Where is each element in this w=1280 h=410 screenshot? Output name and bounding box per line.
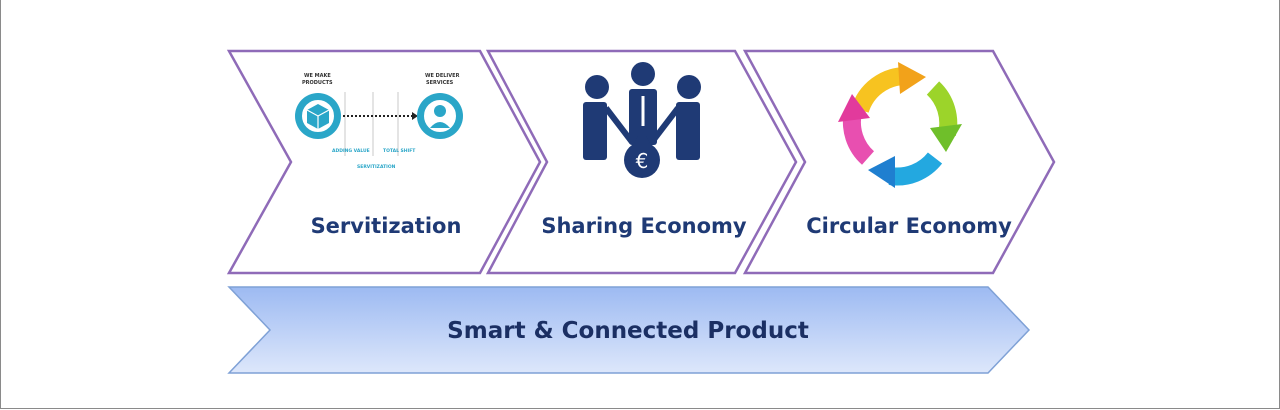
chevron-circular-economy: Circular Economy xyxy=(742,49,1056,275)
circular-arrows-icon xyxy=(838,62,962,188)
smart-connected-product-bar: Smart & Connected Product xyxy=(227,286,1031,374)
chevron-title-servitization: Servitization xyxy=(311,214,462,238)
label-total-shift: TOTAL SHIFT xyxy=(383,148,416,154)
label-we-deliver: WE DELIVER xyxy=(425,73,460,79)
chevron-title-circular-economy: Circular Economy xyxy=(806,214,1012,238)
label-servitization-small: SERVITIZATION xyxy=(357,164,396,170)
euro-symbol: € xyxy=(636,149,649,173)
servitization-diagram: WE MAKE PRODUCTS WE DELIVER SERVICES ADD… xyxy=(295,73,463,170)
label-adding-value: ADDING VALUE xyxy=(332,148,370,154)
label-products-text: PRODUCTS xyxy=(302,80,333,86)
sharing-people-icon: € xyxy=(583,62,701,178)
chevron-servitization: WE MAKE PRODUCTS WE DELIVER SERVICES ADD… xyxy=(226,49,542,275)
chevron-title-sharing-economy: Sharing Economy xyxy=(541,214,747,238)
person-icon xyxy=(434,105,446,117)
chevron-sharing-economy: € Sharing Economy xyxy=(485,49,798,275)
bar-title: Smart & Connected Product xyxy=(447,318,809,344)
label-services: SERVICES xyxy=(426,80,454,86)
money-bag-icon xyxy=(624,142,660,178)
label-we-make: WE MAKE xyxy=(304,73,331,79)
